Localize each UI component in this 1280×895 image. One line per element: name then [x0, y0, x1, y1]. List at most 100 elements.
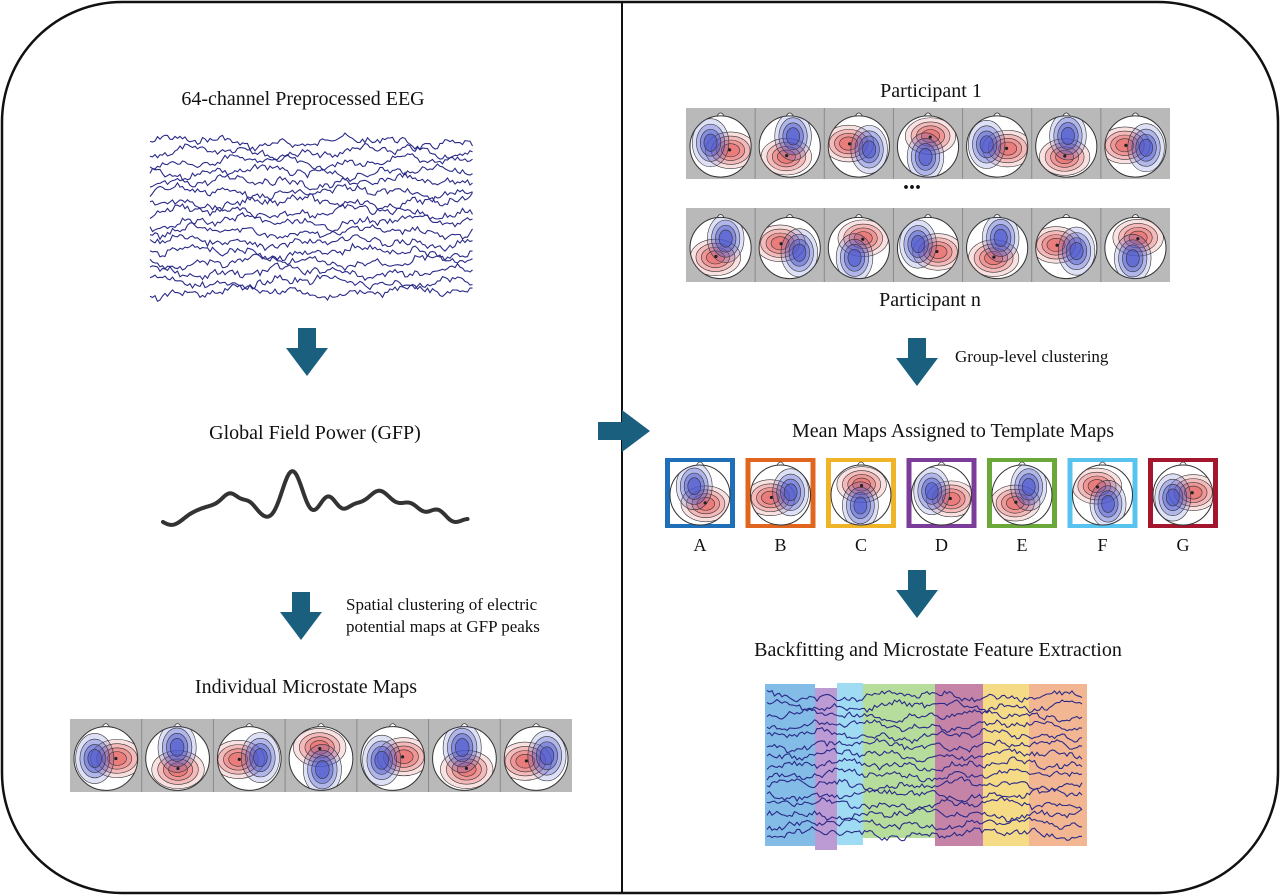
gfp-title: Global Field Power (GFP)	[209, 422, 421, 444]
eeg-trace	[149, 132, 473, 152]
template-label-g: G	[1176, 535, 1190, 555]
topo-map	[689, 112, 752, 178]
topo-map	[1035, 112, 1098, 178]
negative-contour	[454, 738, 470, 757]
participant-n-label: Participant n	[879, 289, 981, 311]
eeg-title: 64-channel Preprocessed EEG	[181, 88, 425, 110]
electrode-dot	[928, 135, 932, 139]
eeg-trace	[149, 253, 473, 272]
eeg-trace	[149, 222, 473, 241]
electrode-dot	[948, 496, 952, 501]
topo-map	[966, 112, 1029, 178]
electrode-dot	[861, 237, 865, 241]
negative-contour	[1021, 478, 1036, 496]
template-label-e: E	[1016, 535, 1028, 555]
eeg-trace	[149, 203, 473, 221]
negative-contour	[862, 140, 877, 159]
eeg-trace	[766, 737, 1083, 754]
negative-contour	[1061, 126, 1075, 145]
down-arrow-icon	[896, 338, 938, 386]
negative-contour	[703, 133, 718, 152]
electrode-dot	[176, 766, 180, 771]
negative-contour	[1101, 495, 1115, 513]
topo-map	[827, 214, 890, 280]
head-outline	[73, 726, 139, 791]
negative-contour	[924, 482, 939, 500]
negative-contour	[315, 760, 330, 779]
topo-map	[827, 112, 890, 178]
eeg-trace	[766, 776, 1083, 793]
individual-map-strip	[70, 719, 572, 792]
negative-contour	[783, 483, 798, 502]
electrode-dot	[1136, 237, 1140, 241]
topo-map	[758, 214, 821, 280]
eeg-trace	[766, 756, 1083, 772]
head-outline	[216, 726, 282, 791]
head-outline	[1072, 464, 1133, 526]
arrows	[280, 328, 938, 640]
eeg-trace	[149, 192, 473, 213]
electrode-dot	[714, 254, 718, 259]
eeg-trace	[766, 807, 1083, 823]
eeg-trace	[149, 233, 473, 252]
ellipsis: ...	[903, 169, 921, 195]
electrode-dot	[1004, 146, 1009, 150]
template-label-b: B	[774, 535, 787, 555]
template-label-d: D	[935, 535, 948, 555]
head-outline	[830, 464, 892, 526]
negative-contour	[979, 135, 994, 154]
backfitting-panel	[765, 683, 1087, 850]
eeg-trace	[766, 747, 1083, 763]
electrode-dot	[1014, 500, 1018, 504]
template-label-c: C	[854, 535, 868, 555]
topo-map	[73, 723, 139, 791]
electrode-dot	[524, 759, 529, 763]
electrode-dot	[237, 757, 241, 761]
eeg-trace	[149, 153, 473, 171]
topo-map	[669, 461, 731, 526]
topo-map	[991, 461, 1053, 526]
electrode-dot	[727, 148, 732, 152]
topo-map	[503, 723, 569, 791]
negative-contour	[687, 477, 702, 496]
eeg-trace	[149, 142, 473, 161]
negative-contour	[911, 235, 925, 254]
topo-map	[1035, 214, 1098, 280]
down-arrow-icon	[280, 592, 322, 640]
backfit-title: Backfitting and Microstate Feature Extra…	[754, 639, 1122, 661]
down-arrow-icon	[286, 328, 328, 376]
electrode-dot	[1095, 485, 1100, 489]
electrode-dot	[1124, 143, 1128, 147]
eeg-trace	[766, 726, 1083, 745]
topo-map	[689, 214, 752, 280]
eeg-trace	[766, 796, 1083, 812]
eeg-trace	[149, 274, 473, 291]
clustering-note-line2: potential maps at GFP peaks	[346, 617, 540, 636]
electrode-dot	[1063, 154, 1067, 158]
negative-contour	[1166, 488, 1180, 507]
eeg-trace	[149, 262, 473, 282]
template-maps	[665, 458, 1218, 528]
negative-contour	[792, 243, 807, 262]
topo-map	[145, 723, 210, 791]
electrode-dot	[703, 501, 707, 505]
eeg-trace	[766, 689, 1083, 703]
negative-contour	[539, 746, 555, 766]
template-label-f: F	[1097, 535, 1108, 555]
topo-map	[911, 461, 972, 526]
electrode-dot	[1190, 491, 1194, 495]
topo-map	[432, 723, 497, 791]
electrode-dot	[1055, 243, 1059, 247]
negative-contour	[786, 127, 800, 146]
electrode-dot	[318, 746, 322, 751]
negative-contour	[87, 749, 102, 768]
electrode-dot	[847, 142, 852, 146]
eeg-trace	[766, 816, 1082, 832]
topo-map	[896, 112, 960, 178]
template-title: Mean Maps Assigned to Template Maps	[791, 420, 1115, 442]
topo-map	[360, 723, 426, 791]
negative-contour	[993, 228, 1008, 247]
down-arrow-icon	[896, 570, 938, 618]
